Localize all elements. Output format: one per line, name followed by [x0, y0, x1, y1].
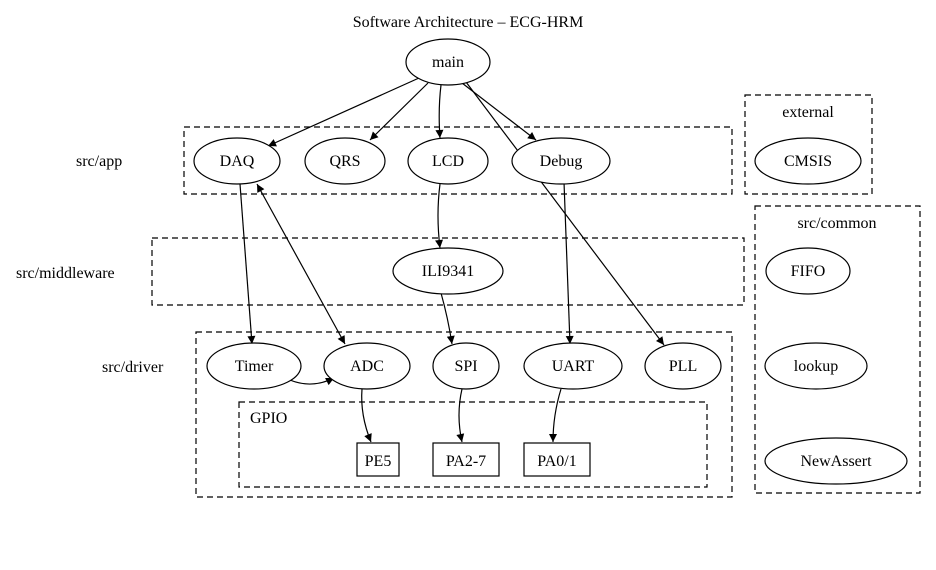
node-daq[interactable]: DAQ: [193, 137, 281, 185]
edge-debug-uart: [563, 181, 574, 345]
edge-daq-adc: [256, 183, 346, 345]
node-debug[interactable]: Debug: [511, 137, 611, 185]
cluster-driver-label: src/driver: [102, 359, 164, 376]
node-ili9341-label: ILI9341: [422, 263, 474, 280]
node-lookup-label: lookup: [794, 358, 838, 375]
node-lcd[interactable]: LCD: [407, 137, 489, 185]
node-spi[interactable]: SPI: [432, 342, 500, 390]
node-adc-label: ADC: [350, 358, 384, 375]
edge-main-lcd: [435, 84, 444, 139]
node-uart[interactable]: UART: [523, 342, 623, 390]
edge-timer-adc: [289, 377, 335, 386]
edge-uart-pa01: [549, 388, 562, 443]
node-pa01-label: PA0/1: [537, 453, 576, 470]
node-pa27-label: PA2-7: [446, 453, 486, 470]
node-lookup[interactable]: lookup: [764, 342, 868, 390]
edge-spi-pa27: [456, 388, 465, 443]
edge-daq-timer: [239, 183, 256, 345]
node-adc[interactable]: ADC: [323, 342, 411, 390]
diagram-title: Software Architecture – ECG-HRM: [353, 14, 584, 31]
node-debug-label: Debug: [540, 153, 583, 170]
node-fifo-label: FIFO: [791, 263, 826, 280]
cluster-gpio-label: GPIO: [250, 410, 287, 427]
node-lcd-label: LCD: [432, 153, 464, 170]
cluster-external: [744, 94, 873, 195]
node-cmsis[interactable]: CMSIS: [754, 137, 862, 185]
node-pe5-label: PE5: [365, 453, 392, 470]
edge-adc-pe5: [361, 388, 372, 443]
edge-main-daq: [267, 77, 420, 147]
node-newassert[interactable]: NewAssert: [764, 437, 908, 485]
cluster-common-label: src/common: [797, 215, 876, 232]
node-qrs-label: QRS: [329, 153, 360, 170]
node-pe5[interactable]: PE5: [356, 442, 400, 477]
node-qrs[interactable]: QRS: [304, 137, 386, 185]
cluster-middleware-label: src/middleware: [16, 265, 115, 282]
node-cmsis-label: CMSIS: [784, 153, 832, 170]
cluster-gpio: [238, 401, 708, 488]
node-pa27[interactable]: PA2-7: [432, 442, 500, 477]
node-main[interactable]: main: [405, 38, 491, 86]
node-spi-label: SPI: [454, 358, 477, 375]
edge-main-qrs: [369, 82, 429, 141]
node-uart-label: UART: [552, 358, 595, 375]
edge-lcd-ili9341: [435, 183, 444, 249]
node-timer-label: Timer: [235, 358, 274, 375]
node-newassert-label: NewAssert: [800, 453, 872, 470]
edge-ili9341-spi: [440, 292, 455, 345]
node-fifo[interactable]: FIFO: [765, 247, 851, 295]
node-pll-label: PLL: [669, 358, 697, 375]
cluster-common: [754, 205, 921, 494]
cluster-app-label: src/app: [76, 153, 122, 170]
cluster-middleware: [151, 237, 745, 306]
cluster-external-label: external: [782, 104, 834, 121]
node-main-label: main: [432, 54, 464, 71]
node-timer[interactable]: Timer: [206, 342, 302, 390]
node-ili9341[interactable]: ILI9341: [392, 247, 504, 295]
cluster-app: [183, 126, 733, 195]
node-pa01[interactable]: PA0/1: [523, 442, 591, 477]
node-pll[interactable]: PLL: [644, 342, 722, 390]
node-daq-label: DAQ: [220, 153, 255, 170]
